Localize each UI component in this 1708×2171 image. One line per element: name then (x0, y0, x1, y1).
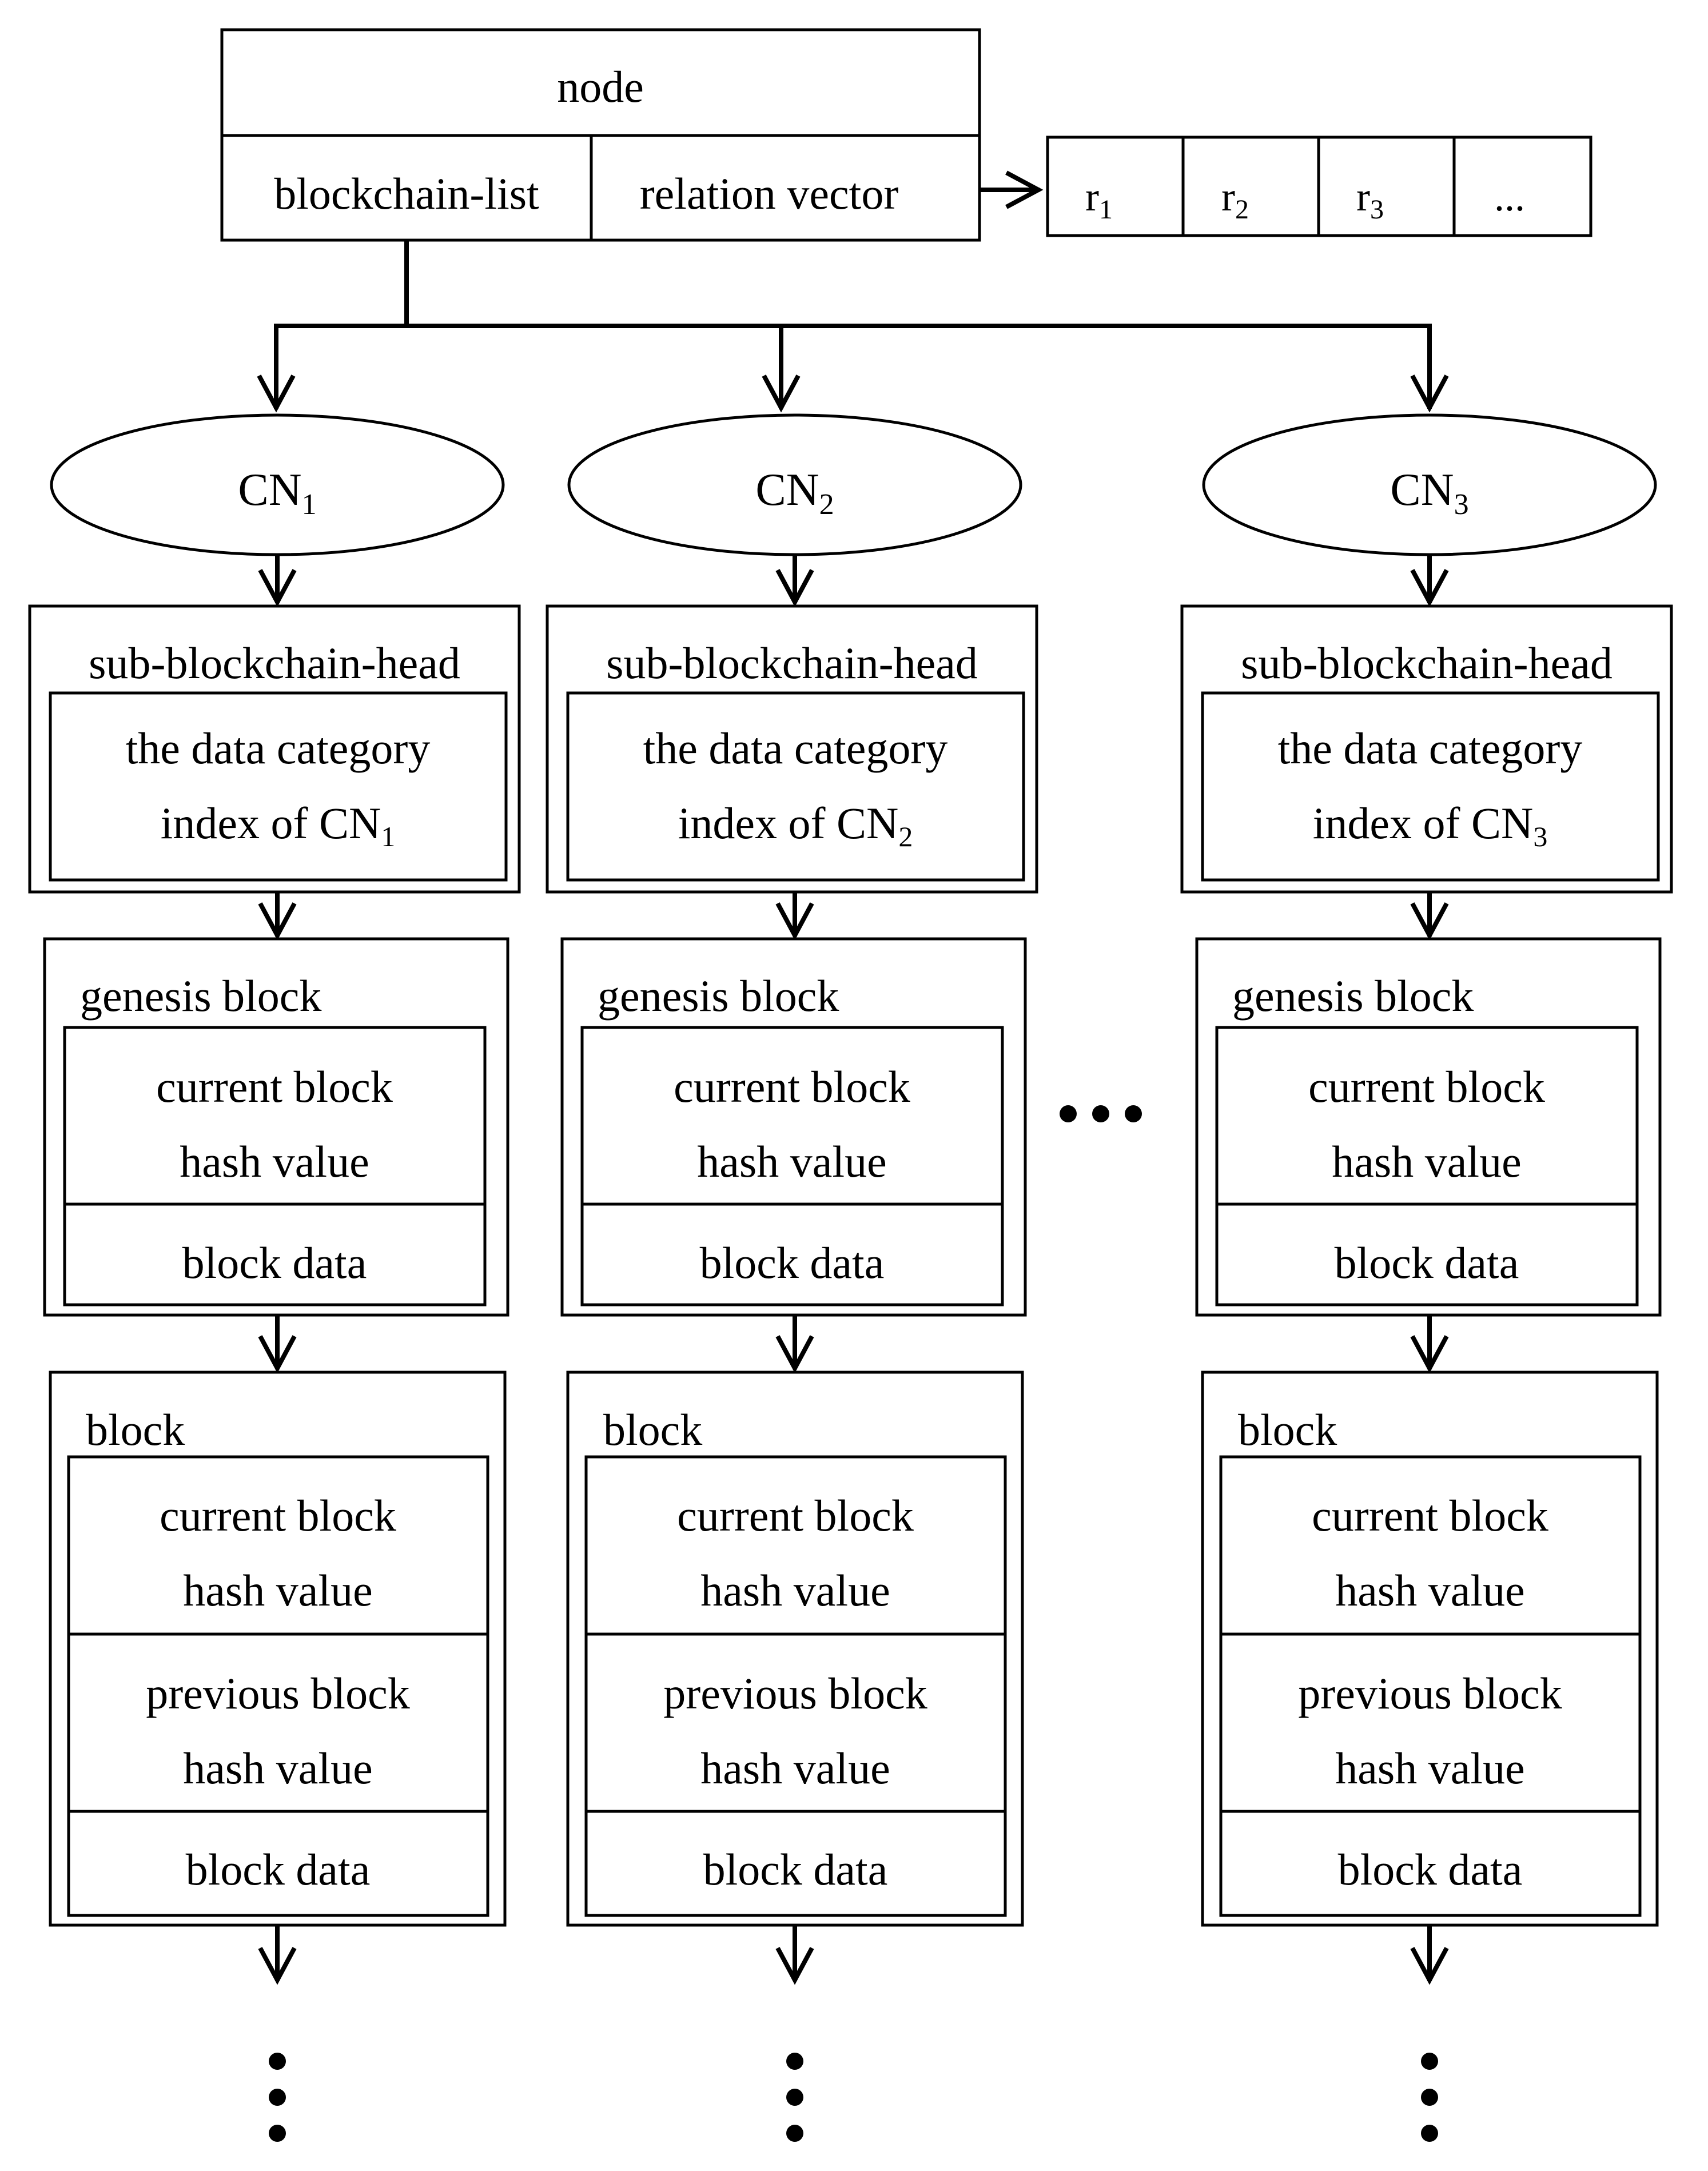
blockchain-list-label: blockchain-list (274, 169, 539, 218)
block-data: block data (1338, 1845, 1523, 1894)
cn3-block: block current block hash value previous … (1201, 1371, 1659, 1927)
head-label: sub-blockchain-head (606, 638, 978, 688)
relation-item-r2: r2 (1221, 174, 1249, 225)
cn1-continuation-dots (269, 2053, 286, 2142)
genesis-block-label: genesis block (598, 971, 839, 1021)
block-label: block (86, 1405, 185, 1455)
node-title: node (557, 62, 644, 111)
genesis-hash-line1: current block (674, 1062, 910, 1112)
current-hash-line2: hash value (183, 1565, 372, 1615)
previous-hash-line2: hash value (700, 1743, 890, 1793)
block-label: block (603, 1405, 702, 1455)
category-index-line1: the data category (643, 723, 948, 773)
current-hash-line1: current block (677, 1491, 914, 1540)
column-cn3: CN3 sub-blockchain-head the data categor… (1180, 413, 1673, 2142)
category-index-line2: index of CN1 (161, 798, 396, 853)
cn1-genesis-block: genesis block current block hash value b… (43, 937, 509, 1317)
genesis-block-label: genesis block (1232, 971, 1474, 1021)
genesis-hash-line2: hash value (180, 1137, 369, 1186)
relation-item-r1: r1 (1085, 174, 1113, 225)
previous-hash-line2: hash value (183, 1743, 372, 1793)
cn2-block: block current block hash value previous … (566, 1371, 1024, 1927)
head-label: sub-blockchain-head (89, 638, 460, 688)
relation-item-r3: r3 (1356, 174, 1384, 225)
genesis-block-data: block data (1335, 1238, 1519, 1288)
cn2-continuation-dots (786, 2053, 803, 2142)
cn1-label: CN1 (238, 465, 316, 521)
genesis-block-data: block data (182, 1238, 367, 1288)
cn1-sub-blockchain-head: sub-blockchain-head the data category in… (28, 604, 521, 894)
genesis-block-label: genesis block (80, 971, 321, 1021)
current-hash-line2: hash value (700, 1565, 890, 1615)
column-cn2: CN2 sub-blockchain-head the data categor… (546, 413, 1038, 2142)
cn1-block: block current block hash value previous … (49, 1371, 507, 1927)
head-label: sub-blockchain-head (1241, 638, 1613, 688)
blockchain-list-connector (257, 240, 1449, 413)
cn2-genesis-block: genesis block current block hash value b… (560, 937, 1027, 1317)
genesis-block-data: block data (700, 1238, 885, 1288)
relation-vector-label: relation vector (640, 169, 899, 218)
more-columns-dots (1060, 1105, 1142, 1122)
category-index-line2: index of CN3 (1313, 798, 1548, 853)
cn2-sub-blockchain-head: sub-blockchain-head the data category in… (546, 604, 1038, 894)
relation-vector: r1 r2 r3 ... (1046, 136, 1592, 237)
current-hash-line2: hash value (1335, 1565, 1524, 1615)
relation-item-more: ... (1494, 174, 1525, 220)
category-index-line2: index of CN2 (678, 798, 913, 853)
category-index-line1: the data category (1278, 723, 1583, 773)
cn2-label: CN2 (755, 465, 834, 521)
node-box: node blockchain-list relation vector (220, 28, 981, 242)
category-index-line1: the data category (126, 723, 431, 773)
current-hash-line1: current block (160, 1491, 396, 1540)
cn3-genesis-block: genesis block current block hash value b… (1195, 937, 1662, 1317)
genesis-hash-line1: current block (1308, 1062, 1545, 1112)
genesis-hash-line2: hash value (697, 1137, 886, 1186)
current-hash-line1: current block (1312, 1491, 1548, 1540)
previous-hash-line1: previous block (146, 1668, 409, 1718)
block-data: block data (703, 1845, 888, 1894)
cn3-sub-blockchain-head: sub-blockchain-head the data category in… (1180, 604, 1673, 894)
column-cn1: CN1 sub-blockchain-head the data categor… (28, 413, 521, 2142)
block-data: block data (186, 1845, 371, 1894)
previous-hash-line1: previous block (663, 1668, 927, 1718)
genesis-hash-line1: current block (156, 1062, 393, 1112)
previous-hash-line1: previous block (1298, 1668, 1562, 1718)
block-label: block (1238, 1405, 1337, 1455)
cn3-continuation-dots (1421, 2053, 1438, 2142)
genesis-hash-line2: hash value (1332, 1137, 1521, 1186)
cn3-label: CN3 (1390, 465, 1468, 521)
previous-hash-line2: hash value (1335, 1743, 1524, 1793)
